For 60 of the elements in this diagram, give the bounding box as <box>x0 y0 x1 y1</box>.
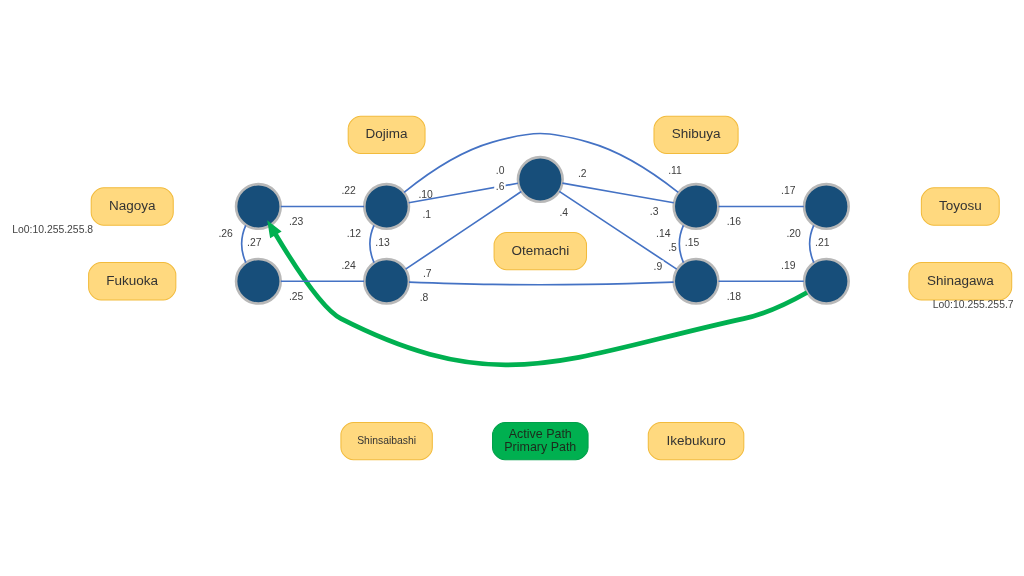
node-box: Shinagawa <box>908 262 1013 301</box>
node-label: .22 <box>341 185 356 197</box>
node-label: .12 <box>346 228 362 240</box>
node-label: Lo0:10.255.255.8 <box>12 224 94 236</box>
node-box: Shibuya <box>653 115 739 155</box>
connector <box>408 281 675 286</box>
node-circle <box>672 182 720 231</box>
node-label: .9 <box>653 261 663 273</box>
node-box: Shinsaibashi <box>340 421 433 461</box>
connector <box>280 280 365 283</box>
node-label: .24 <box>341 259 356 271</box>
node-label: .5 <box>668 241 677 253</box>
node-label: Lo0:10.255.255.7 <box>932 299 1014 311</box>
node-circle <box>672 257 720 305</box>
node-circle <box>516 155 564 204</box>
connector <box>369 224 375 264</box>
node-label: .13 <box>375 236 390 248</box>
connector <box>561 182 675 204</box>
node-label: .10 <box>418 188 433 200</box>
node-circle <box>234 182 282 231</box>
node-box: Ikebukuro <box>647 421 745 461</box>
node-box: Active Path Primary Path <box>492 421 589 461</box>
node-label: .2 <box>577 168 587 180</box>
node-box: Nagoya <box>90 187 174 226</box>
connector <box>678 224 685 264</box>
node-label: .26 <box>218 228 233 240</box>
node-box: Fukuoka <box>88 262 177 301</box>
node-label: .19 <box>781 259 796 271</box>
connector <box>808 224 815 264</box>
node-label: .3 <box>649 206 659 218</box>
connector <box>240 224 247 264</box>
connector <box>717 205 805 208</box>
connector <box>280 205 365 208</box>
node-circle <box>802 257 850 305</box>
connector <box>717 280 805 283</box>
node-box: Otemachi <box>493 231 587 271</box>
node-circle <box>363 182 411 231</box>
node-label: .15 <box>684 236 700 248</box>
node-label: .7 <box>422 267 432 279</box>
node-circle <box>363 257 411 305</box>
node-label: .1 <box>422 209 432 221</box>
node-label: .4 <box>559 206 569 218</box>
node-label: .14 <box>656 228 671 240</box>
node-box: Dojima <box>347 115 426 155</box>
arrow <box>267 220 809 368</box>
node-label: .21 <box>815 236 830 248</box>
node-label: .20 <box>786 228 801 240</box>
node-circle <box>802 182 850 231</box>
node-label: .27 <box>247 236 262 248</box>
node-box: Toyosu <box>920 187 1000 226</box>
node-label: .0 <box>495 164 505 176</box>
node-label: .16 <box>726 216 742 228</box>
node-circle <box>234 257 282 305</box>
node-label: .25 <box>288 290 304 302</box>
node-label: .8 <box>419 292 429 304</box>
node-label: .11 <box>668 164 682 176</box>
node-label: .6 <box>495 181 505 193</box>
node-label: .23 <box>288 216 304 228</box>
node-label: .17 <box>781 185 796 197</box>
node-label: .18 <box>726 290 742 302</box>
